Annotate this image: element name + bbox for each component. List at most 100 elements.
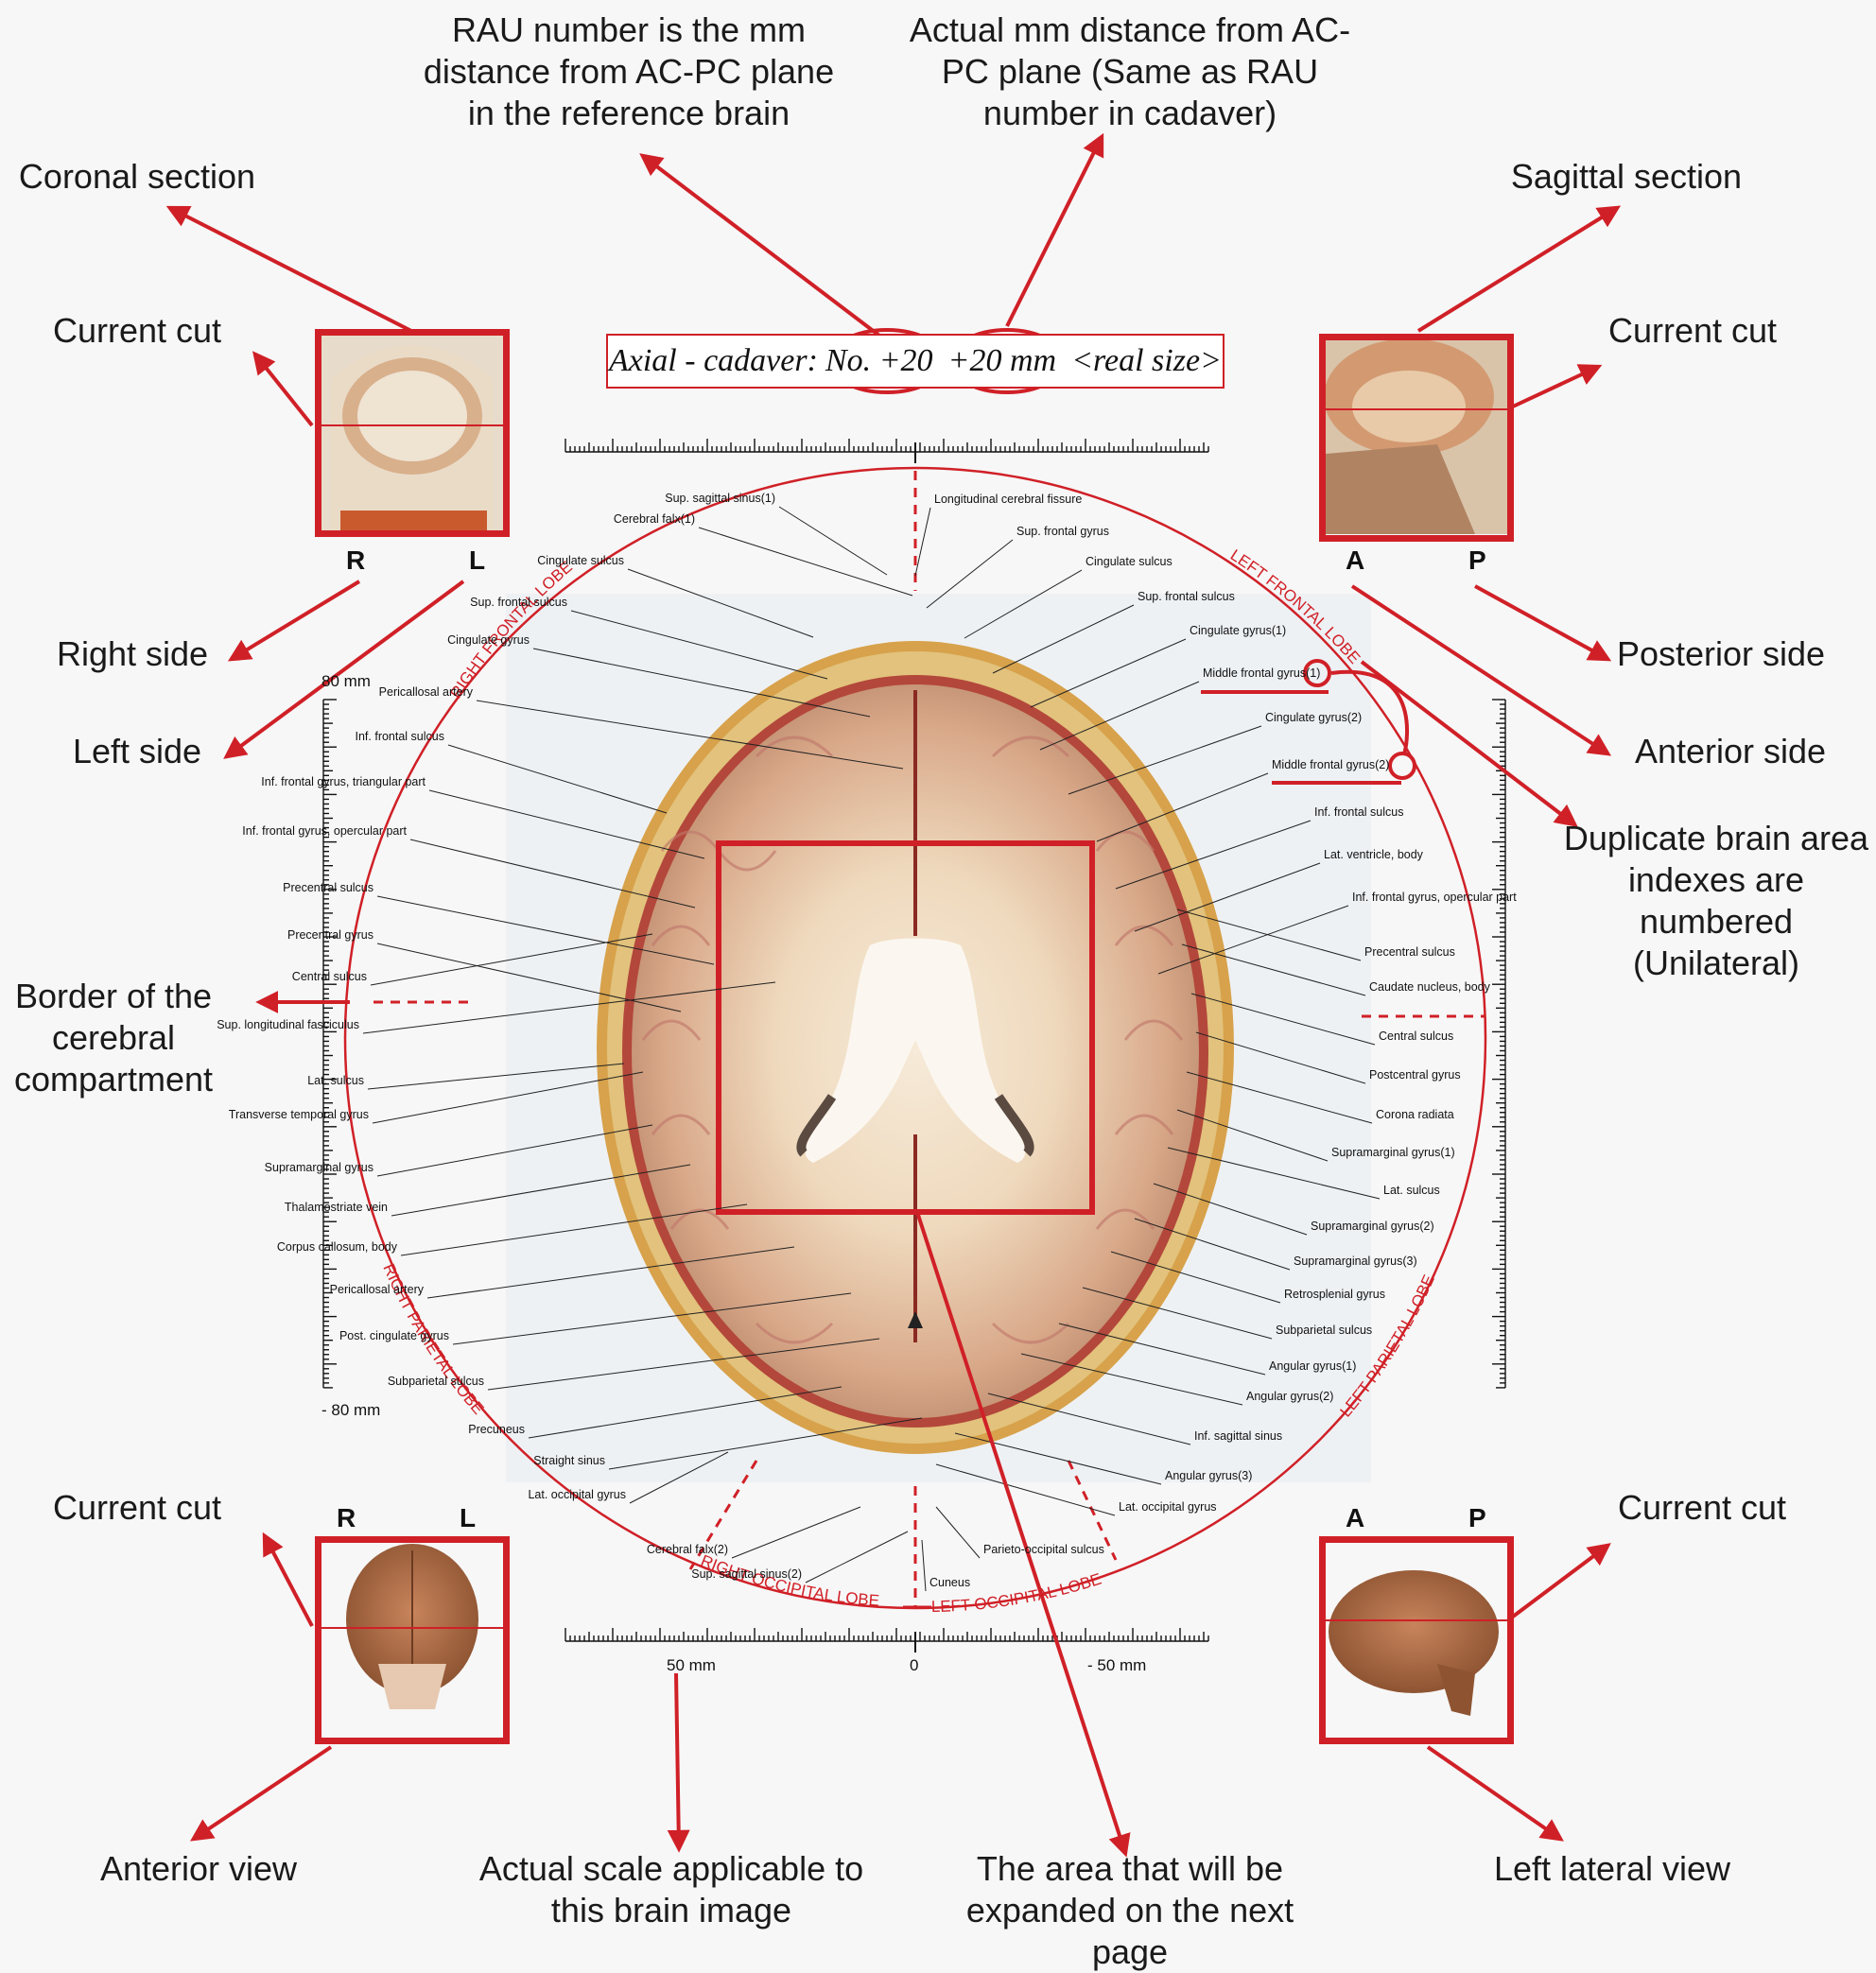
left-anatomy-label: Subparietal sulcus (388, 1375, 484, 1389)
lateral-view-posterior-letter: P (1468, 1503, 1486, 1533)
left-anatomy-label: Cerebral falx(1) (614, 512, 695, 527)
left-anatomy-label: Sup. sagittal sinus(1) (665, 492, 775, 506)
top-scale-ruler (565, 439, 1208, 452)
right-anatomy-label: Longitudinal cerebral fissure (934, 493, 1082, 507)
right-anatomy-label: Lat. occipital gyrus (1119, 1500, 1217, 1514)
scale-bottom-neg80mm: - 80 mm (321, 1401, 380, 1420)
right-anatomy-label: Caudate nucleus, body (1369, 980, 1490, 995)
right-anatomy-label: Postcentral gyrus (1369, 1068, 1461, 1082)
callout-left-side: Left side (43, 731, 232, 772)
left-anatomy-label: Cingulate sulcus (537, 554, 624, 568)
lateral-view-anterior-letter: A (1346, 1503, 1364, 1533)
leader-line (922, 1540, 926, 1591)
leader-line (732, 1507, 860, 1558)
title-number: No. +20 (818, 343, 941, 378)
right-anatomy-label: Angular gyrus(3) (1165, 1469, 1252, 1483)
coronal-left-letter: L (469, 545, 485, 576)
left-anatomy-label: Pericallosal artery (379, 685, 473, 700)
callout-current-cut-sagittal: Current cut (1584, 310, 1801, 352)
left-anatomy-label: Precentral sulcus (283, 881, 373, 895)
callout-anterior-view: Anterior view (85, 1848, 312, 1890)
scale-bottom-0: 0 (910, 1656, 918, 1675)
left-anatomy-label: Supramarginal gyrus (265, 1161, 373, 1175)
callout-sagittal-section: Sagittal section (1499, 156, 1754, 198)
right-anatomy-label: Lat. sulcus (1383, 1184, 1440, 1198)
leader-line (915, 508, 930, 576)
right-anatomy-label: Corona radiata (1376, 1108, 1454, 1122)
callout-rau-number: RAU number is the mm distance from AC-PC… (407, 9, 851, 134)
right-anatomy-label: Cingulate sulcus (1086, 555, 1172, 569)
section-title: Axial - cadaver:No. +20+20 mm<real size> (606, 334, 1225, 389)
callout-actual-scale: Actual scale applicable to this brain im… (478, 1848, 865, 1931)
right-anatomy-label: Supramarginal gyrus(1) (1331, 1146, 1455, 1160)
left-anatomy-label: Inf. frontal gyrus, opercular part (242, 824, 407, 839)
left-anatomy-label: Corpus callosum, body (277, 1240, 397, 1255)
right-anatomy-label: Angular gyrus(2) (1246, 1390, 1333, 1404)
leader-line (699, 528, 912, 596)
callout-anterior-side: Anterior side (1622, 731, 1839, 772)
left-anatomy-label: Thalamostriate vein (285, 1201, 388, 1215)
sagittal-anterior-letter: A (1346, 545, 1364, 576)
callout-expanded-area: The area that will be expanded on the ne… (950, 1848, 1310, 1973)
left-anatomy-label: Pericallosal artery (330, 1283, 424, 1297)
right-anatomy-label: Cingulate gyrus(2) (1265, 711, 1362, 725)
callout-left-lateral-view: Left lateral view (1470, 1848, 1754, 1890)
right-anatomy-label: Supramarginal gyrus(2) (1311, 1220, 1434, 1234)
title-prefix: Axial - cadaver: (609, 343, 818, 378)
left-anatomy-label: Lat. occipital gyrus (528, 1488, 626, 1502)
left-anatomy-label: Sup. sagittal sinus(2) (691, 1567, 802, 1582)
left-anatomy-label: Transverse temporal gyrus (229, 1108, 369, 1122)
callout-coronal-section: Coronal section (9, 156, 265, 198)
anterior-view-thumbnail-frame (315, 1536, 510, 1744)
right-anatomy-label: Middle frontal gyrus(2) (1272, 758, 1389, 772)
right-anatomy-label: Central sulcus (1379, 1030, 1453, 1044)
callout-posterior-side: Posterior side (1607, 633, 1834, 675)
axial-brain-section (597, 641, 1234, 1454)
callout-duplicate-indexes: Duplicate brain area indexes are numbere… (1560, 818, 1872, 984)
leader-line (779, 507, 887, 575)
lateral-view-thumbnail-frame (1319, 1536, 1514, 1744)
right-anatomy-label: Inf. frontal gyrus, opercular part (1352, 891, 1517, 905)
right-anatomy-label: Middle frontal gyrus(1) (1203, 666, 1320, 681)
right-anatomy-label: Subparietal sulcus (1276, 1324, 1372, 1338)
callout-current-cut-anterior-view: Current cut (28, 1487, 246, 1529)
title-distance: +20 mm (941, 343, 1065, 378)
title-suffix: <real size> (1064, 343, 1222, 378)
left-anatomy-label: Precuneus (468, 1423, 525, 1437)
leader-line (936, 1507, 980, 1558)
right-anatomy-label: Angular gyrus(1) (1269, 1359, 1356, 1374)
callout-border-compartment: Border of the cerebral compartment (5, 976, 222, 1100)
right-anatomy-label: Lat. ventricle, body (1324, 848, 1423, 862)
scale-top-80mm: 80 mm (321, 672, 371, 691)
left-anatomy-label: Cingulate gyrus (447, 633, 530, 648)
left-anatomy-label: Inf. frontal gyrus, triangular part (261, 775, 426, 789)
right-anatomy-label: Inf. frontal sulcus (1314, 805, 1404, 820)
scale-bottom-neg50mm: - 50 mm (1087, 1656, 1146, 1675)
left-anatomy-label: Central sulcus (292, 970, 367, 984)
callout-current-cut-lateral-view: Current cut (1593, 1487, 1811, 1529)
right-anatomy-label: Precentral sulcus (1364, 945, 1455, 960)
left-anatomy-label: Sup. frontal sulcus (470, 596, 567, 610)
sagittal-thumbnail-frame (1319, 334, 1514, 542)
right-anatomy-label: Parieto-occipital sulcus (983, 1543, 1104, 1557)
left-anatomy-label: Inf. frontal sulcus (356, 730, 445, 744)
anterior-view-right-letter: R (337, 1503, 356, 1533)
left-anatomy-label: Lat. sulcus (307, 1074, 364, 1088)
left-anatomy-label: Precentral gyrus (287, 928, 373, 943)
right-anatomy-label: Sup. frontal gyrus (1016, 525, 1109, 539)
scale-bottom-50mm: 50 mm (667, 1656, 716, 1675)
callout-current-cut-coronal: Current cut (28, 310, 246, 352)
coronal-right-letter: R (346, 545, 365, 576)
left-anatomy-label: Cerebral falx(2) (647, 1543, 728, 1557)
right-anatomy-label: Cingulate gyrus(1) (1190, 624, 1286, 638)
bottom-scale-ruler (565, 1628, 1208, 1641)
anterior-view-left-letter: L (460, 1503, 476, 1533)
leader-line (806, 1532, 908, 1583)
right-anatomy-label: Sup. frontal sulcus (1138, 590, 1235, 604)
coronal-thumbnail-frame (315, 329, 510, 537)
left-anatomy-label: Straight sinus (533, 1454, 605, 1468)
left-anatomy-label: Sup. longitudinal fasciculus (217, 1018, 359, 1032)
right-anatomy-label: Retrosplenial gyrus (1284, 1288, 1385, 1302)
callout-actual-mm: Actual mm distance from AC-PC plane (Sam… (894, 9, 1366, 134)
right-anatomy-label: Inf. sagittal sinus (1194, 1429, 1282, 1444)
